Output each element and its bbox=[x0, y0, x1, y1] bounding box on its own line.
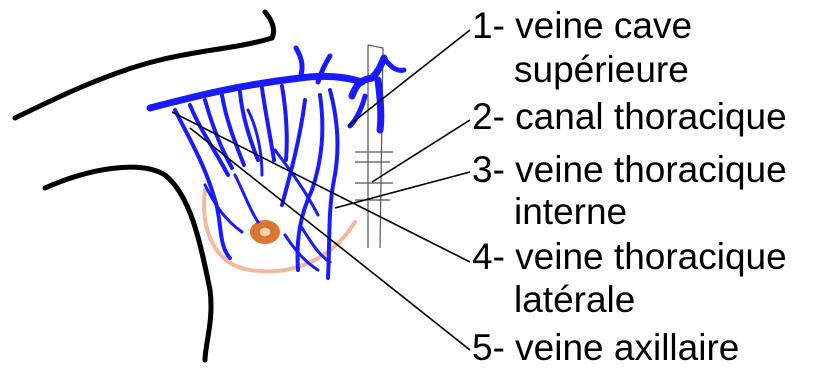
veins bbox=[150, 48, 404, 278]
arm-outline bbox=[45, 167, 211, 360]
leader-5 bbox=[190, 128, 470, 350]
label-3-line1: 3- veine thoracique bbox=[472, 150, 787, 190]
label-4-line2: latérale bbox=[514, 280, 635, 320]
subclavian-vein bbox=[296, 48, 302, 78]
shoulder-outline bbox=[15, 12, 274, 118]
leader-3 bbox=[335, 172, 470, 208]
leader-2 bbox=[372, 120, 470, 182]
label-4-line1: 4- veine thoracique bbox=[472, 237, 787, 277]
label-1-line2: supérieure bbox=[514, 50, 689, 90]
label-3-line2: interne bbox=[514, 192, 627, 232]
label-5: 5- veine axillaire bbox=[472, 328, 739, 368]
label-2: 2- canal thoracique bbox=[472, 97, 787, 137]
label-1-line1: 1- veine cave bbox=[472, 6, 692, 46]
nipple bbox=[259, 227, 271, 237]
